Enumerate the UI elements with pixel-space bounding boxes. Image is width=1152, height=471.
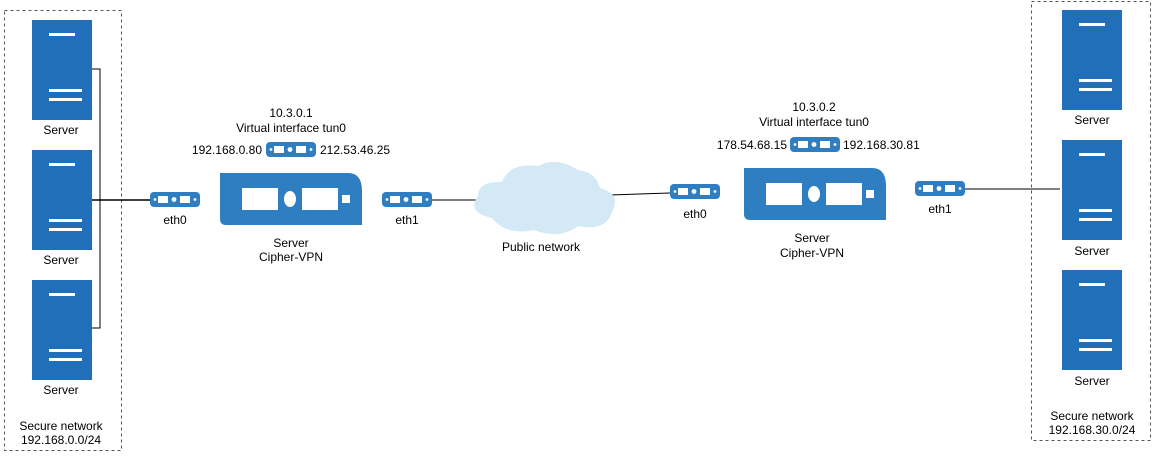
left-eth0-label: eth0 — [163, 213, 187, 227]
right-vpn-label: Server — [794, 231, 830, 245]
left-server-2-label: Server — [43, 253, 79, 267]
left-server-1-icon — [32, 20, 92, 120]
right-server-1-icon — [1062, 10, 1122, 110]
right-eth0-icon — [670, 184, 720, 199]
right-server-3-label: Server — [1074, 374, 1110, 388]
left-bus-line — [92, 68, 101, 329]
left-server-1-label: Server — [43, 123, 79, 137]
left-tun-name: Virtual interface tun0 — [236, 121, 346, 135]
cloud-icon — [474, 161, 616, 235]
right-network-subnet: 192.168.30.0/24 — [1048, 423, 1136, 437]
right-eth1-label: eth1 — [928, 202, 952, 216]
right-vpn-sublabel: Cipher-VPN — [779, 246, 845, 260]
left-network-label: Secure network — [19, 419, 103, 433]
left-server-2-icon — [32, 150, 92, 250]
left-eth1-icon — [382, 192, 432, 207]
right-network-label: Secure network — [1050, 409, 1134, 423]
left-network-boundary — [4, 10, 122, 451]
left-tun-ip: 10.3.0.1 — [269, 106, 313, 120]
right-eth1-icon — [915, 181, 965, 196]
left-vpn-sublabel: Cipher-VPN — [258, 250, 324, 264]
left-network-subnet: 192.168.0.0/24 — [20, 433, 102, 447]
left-server-3-icon — [32, 280, 92, 380]
left-tun0-icon — [266, 142, 316, 157]
left-vpn-server-icon — [220, 173, 362, 225]
right-vpn-server-icon — [744, 168, 886, 220]
left-vpn-label: Server — [273, 236, 309, 250]
right-server-2-label: Server — [1074, 244, 1110, 258]
left-server-3-label: Server — [43, 383, 79, 397]
right-server-2-icon — [1062, 140, 1122, 240]
left-eth1-label: eth1 — [395, 213, 419, 227]
right-eth0-label: eth0 — [683, 207, 707, 221]
left-eth0-icon — [150, 192, 200, 207]
right-tun-name: Virtual interface tun0 — [759, 115, 869, 129]
cloud-label: Public network — [501, 240, 581, 254]
right-tun0-icon — [790, 137, 840, 152]
left-tun-right-ip: 212.53.46.25 — [320, 143, 391, 157]
right-tun-right-ip: 192.168.30.81 — [843, 138, 920, 152]
left-tun-left-ip: 192.168.0.80 — [191, 143, 262, 157]
right-network-boundary — [1031, 1, 1151, 441]
right-tun-ip: 10.3.0.2 — [792, 100, 836, 114]
right-tun-left-ip: 178.54.68.15 — [716, 138, 787, 152]
cloud-to-eth0-line — [609, 192, 671, 196]
right-server-3-icon — [1062, 270, 1122, 370]
right-server-1-label: Server — [1074, 113, 1110, 127]
